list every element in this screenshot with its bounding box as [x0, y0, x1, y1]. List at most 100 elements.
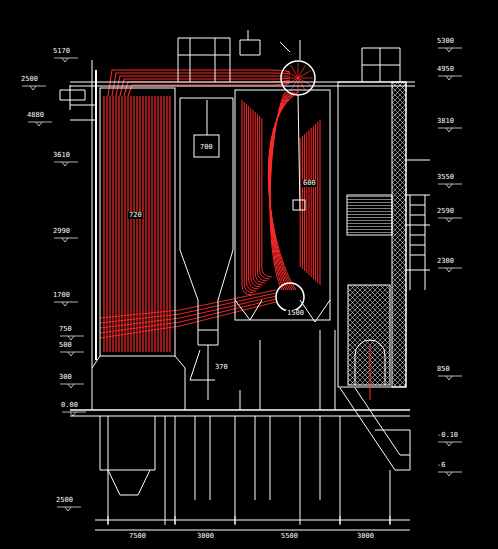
downcomer-tube	[269, 92, 297, 290]
dimension-label: 370	[214, 364, 229, 371]
casing-lines	[207, 100, 208, 135]
elevation-mark	[60, 384, 84, 388]
elevation-label: 4950	[436, 66, 455, 73]
casing-lines	[298, 95, 300, 210]
elevation-label: 5170	[52, 48, 71, 55]
elevation-label: 2590	[436, 208, 455, 215]
dimension-label: 5500	[280, 533, 299, 540]
elevation-mark	[28, 122, 52, 126]
elevation-label: 750	[58, 326, 73, 333]
casing-lines	[194, 135, 219, 157]
furnace-tube	[127, 96, 128, 352]
casing-lines	[410, 195, 425, 290]
bank-tube	[309, 130, 310, 275]
bank-tube	[257, 114, 267, 281]
furnace-tube	[115, 96, 116, 352]
casing-lines	[190, 350, 215, 380]
connecting-tube	[100, 296, 276, 328]
bank-tube	[260, 116, 270, 279]
riser-pipe	[108, 70, 290, 96]
elevation-label: 1700	[52, 292, 71, 299]
casing-lines	[347, 195, 392, 235]
casing-lines	[60, 30, 430, 530]
elevation-label: 500	[58, 342, 73, 349]
casing-lines	[108, 516, 390, 524]
furnace-tube	[112, 96, 113, 352]
elevation-label: 0.00	[60, 402, 79, 409]
elevation-label: 300	[58, 374, 73, 381]
elevation-label: -6	[436, 462, 446, 469]
drum-tube	[298, 63, 299, 78]
casing-lines	[280, 40, 300, 60]
drum-tube	[298, 78, 313, 79]
elevation-label: 2500	[20, 76, 39, 83]
casing-lines	[375, 430, 410, 470]
elevation-label: 3550	[436, 174, 455, 181]
drum-tube	[298, 71, 311, 79]
drum-tube	[298, 78, 306, 91]
elevation-label: 2500	[55, 497, 74, 504]
elevation-mark	[60, 352, 84, 356]
casing-lines	[235, 90, 330, 320]
casing-lines	[95, 70, 97, 360]
furnace-tube	[103, 96, 104, 352]
casing-lines	[240, 330, 335, 410]
water-tubes	[100, 63, 320, 352]
bank-tube	[315, 124, 316, 281]
elevation-mark	[22, 86, 46, 90]
drum-tube	[291, 65, 299, 78]
casing-lines	[276, 283, 304, 311]
bank-tube	[306, 132, 307, 273]
riser-pipe	[120, 78, 290, 96]
bank-tube	[317, 122, 318, 283]
elevation-label: 4880	[26, 112, 45, 119]
casing-lines	[70, 82, 415, 83]
dimension-label: 3000	[356, 533, 375, 540]
casing-lines	[92, 60, 93, 410]
furnace-tube	[136, 96, 137, 352]
elevation-mark	[438, 472, 462, 476]
drum-tube	[283, 78, 298, 79]
bank-tube	[311, 128, 312, 277]
furnace-tube	[154, 96, 155, 352]
furnace-tube	[133, 96, 134, 352]
furnace-tube	[106, 96, 107, 352]
casing-lines	[281, 61, 315, 95]
furnace-tube	[160, 96, 161, 352]
casing-lines	[92, 356, 185, 410]
dimension-label: 7500	[128, 533, 147, 540]
casing-lines	[95, 520, 410, 521]
furnace-tube	[166, 96, 167, 352]
casing-lines	[370, 345, 371, 400]
connecting-tube	[100, 293, 276, 323]
elevation-mark	[438, 76, 462, 80]
elevation-mark	[438, 48, 462, 52]
dimension-label: 1500	[286, 310, 305, 317]
connecting-tube	[100, 290, 276, 318]
casing-lines	[293, 200, 305, 210]
casing-lines	[392, 82, 406, 387]
casing-lines	[70, 105, 430, 270]
elevation-mark	[438, 184, 462, 188]
elevation-mark	[438, 376, 462, 380]
furnace-tube	[163, 96, 164, 352]
furnace-tube	[121, 96, 122, 352]
bank-tube	[255, 112, 265, 283]
casing-lines	[95, 530, 410, 531]
downcomer-tube	[268, 92, 299, 290]
riser-pipe	[128, 82, 290, 96]
dimension-label: 700	[199, 144, 214, 151]
casing-lines	[178, 38, 230, 82]
furnace-tube	[151, 96, 152, 352]
furnace-tube	[118, 96, 119, 352]
connecting-tube	[100, 299, 276, 333]
elevation-mark	[54, 238, 78, 242]
casing-lines	[235, 300, 330, 322]
riser-pipe	[112, 73, 290, 96]
casing-lines	[70, 86, 415, 87]
elevation-label: 2990	[52, 228, 71, 235]
elevation-mark	[438, 218, 462, 222]
